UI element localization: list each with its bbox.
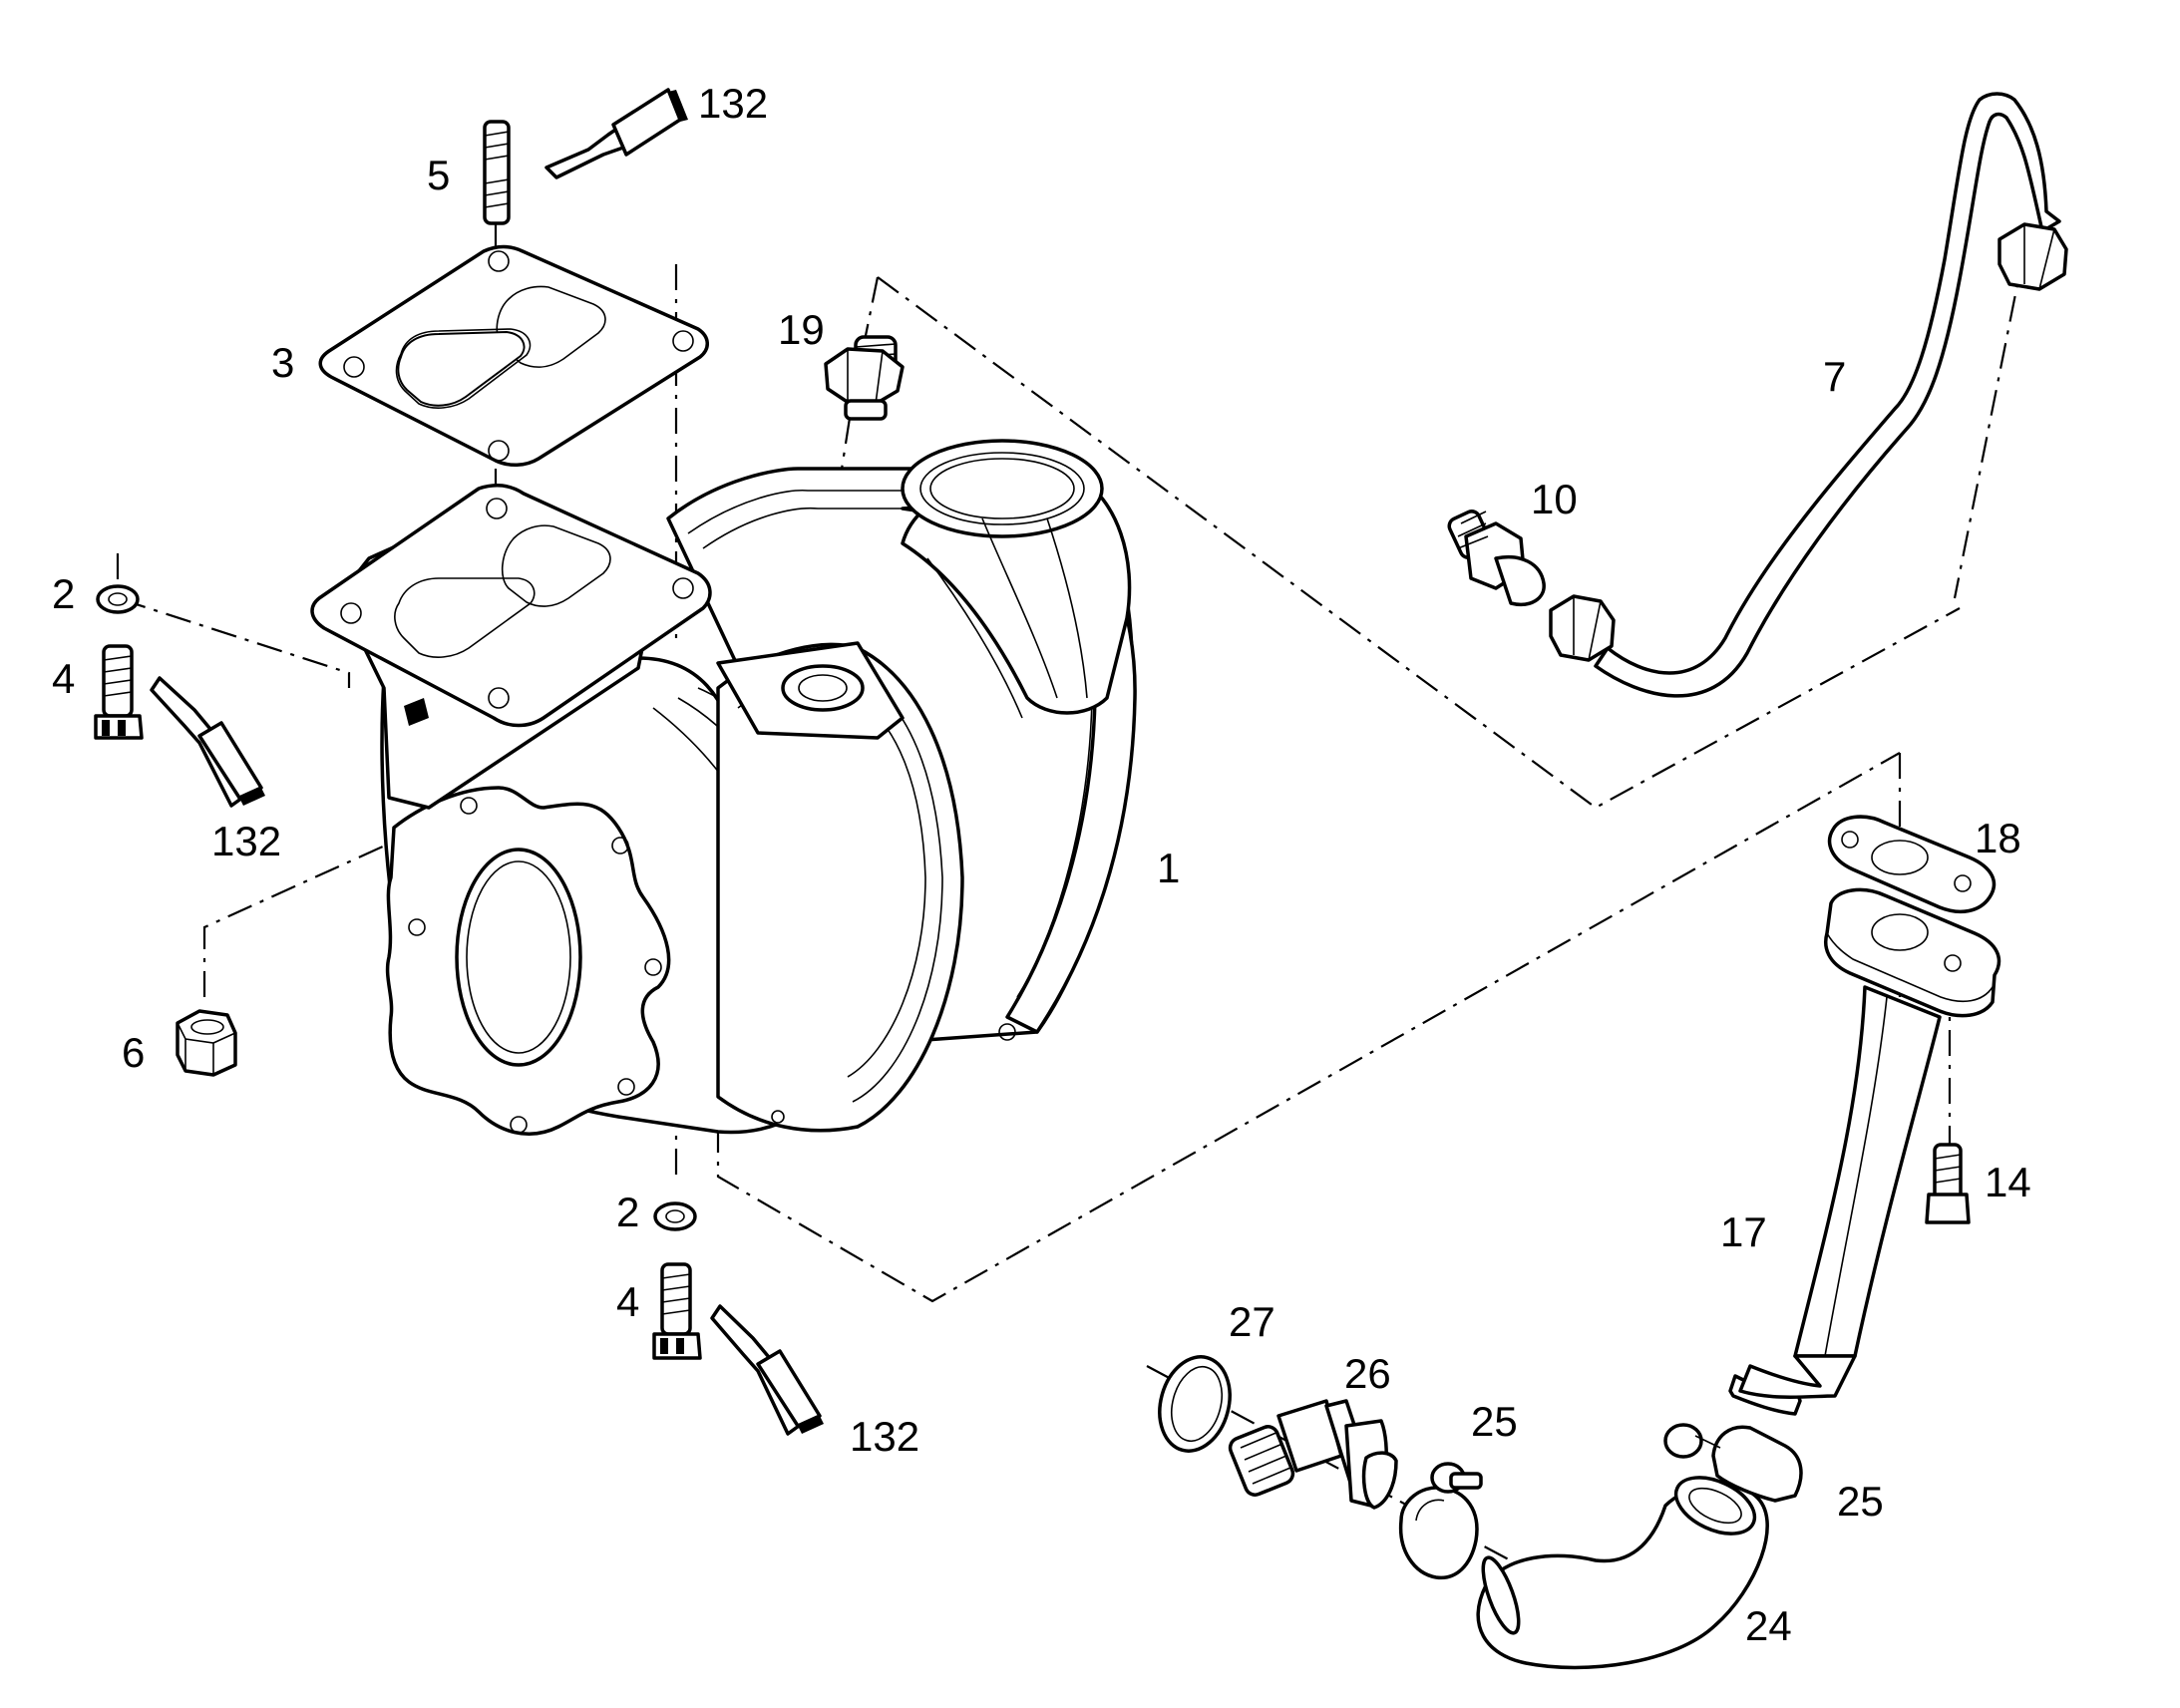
label-part-2-left: 2 bbox=[52, 570, 75, 617]
turbocharger-housing bbox=[310, 439, 1137, 1136]
label-part-27: 27 bbox=[1229, 1298, 1275, 1345]
label-part-14: 14 bbox=[1985, 1159, 2031, 1205]
stud-5 bbox=[483, 120, 511, 225]
sealant-tube-left bbox=[150, 676, 265, 808]
washer-2-left bbox=[96, 584, 140, 614]
label-part-4-bottom: 4 bbox=[616, 1278, 639, 1325]
label-part-19: 19 bbox=[778, 306, 825, 353]
label-part-1: 1 bbox=[1157, 845, 1180, 891]
oil-return-pipe-17 bbox=[1728, 887, 2001, 1416]
part-labels: 1 2 2 3 4 4 5 6 7 10 14 17 18 19 24 25 2… bbox=[52, 80, 2031, 1649]
hose-24 bbox=[1476, 1476, 1769, 1670]
hose-clamp-25-right bbox=[1663, 1423, 1803, 1503]
label-part-132-left: 132 bbox=[211, 818, 281, 864]
gasket-3 bbox=[318, 244, 709, 467]
hose-clamp-25-left bbox=[1398, 1462, 1483, 1580]
bolt-14 bbox=[1925, 1143, 1971, 1224]
sealant-tube-bottom bbox=[710, 1304, 824, 1436]
label-part-17: 17 bbox=[1720, 1208, 1767, 1255]
label-part-25-right: 25 bbox=[1837, 1478, 1884, 1525]
label-part-2-bottom: 2 bbox=[616, 1189, 639, 1235]
label-part-6: 6 bbox=[122, 1029, 145, 1076]
bolt-4-left bbox=[94, 644, 144, 740]
label-part-7: 7 bbox=[1823, 353, 1846, 400]
sealant-tube-top bbox=[545, 88, 688, 179]
o-ring-27 bbox=[1158, 1355, 1232, 1453]
fitting-26 bbox=[1228, 1399, 1398, 1510]
fitting-10 bbox=[1447, 510, 1546, 606]
label-part-18: 18 bbox=[1975, 815, 2021, 861]
washer-2-bottom bbox=[653, 1201, 697, 1231]
bolt-4-bottom bbox=[652, 1262, 702, 1360]
gasket-18 bbox=[1827, 815, 1997, 914]
union-fitting-19 bbox=[824, 335, 905, 421]
label-part-3: 3 bbox=[271, 339, 294, 386]
label-part-25-left: 25 bbox=[1471, 1398, 1518, 1445]
label-part-132-top: 132 bbox=[698, 80, 768, 127]
nut-6 bbox=[176, 1009, 237, 1077]
label-part-24: 24 bbox=[1745, 1602, 1792, 1649]
label-part-5: 5 bbox=[427, 152, 450, 198]
label-part-4-left: 4 bbox=[52, 655, 75, 702]
label-part-26: 26 bbox=[1344, 1350, 1391, 1397]
oil-feed-pipe-7 bbox=[1549, 92, 2068, 698]
label-part-10: 10 bbox=[1531, 476, 1578, 522]
label-part-132-bottom: 132 bbox=[850, 1413, 919, 1460]
